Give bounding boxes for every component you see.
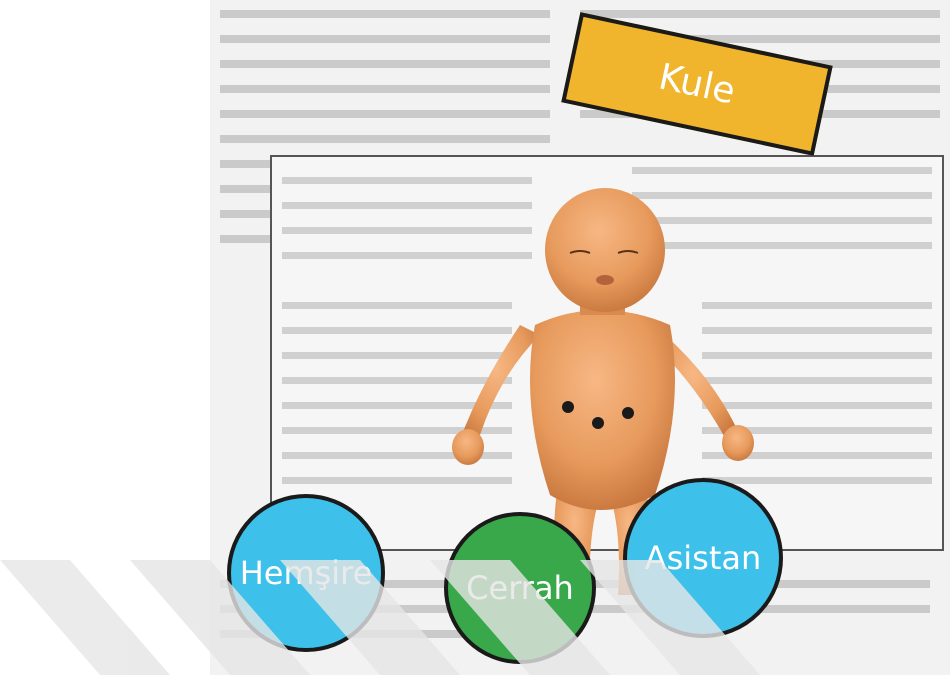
- port-marker-icon: [592, 417, 604, 429]
- port-marker-icon: [622, 407, 634, 419]
- kule-label: Kule: [655, 56, 739, 112]
- port-marker-icon: [562, 401, 574, 413]
- watermark-stripes: [0, 560, 950, 675]
